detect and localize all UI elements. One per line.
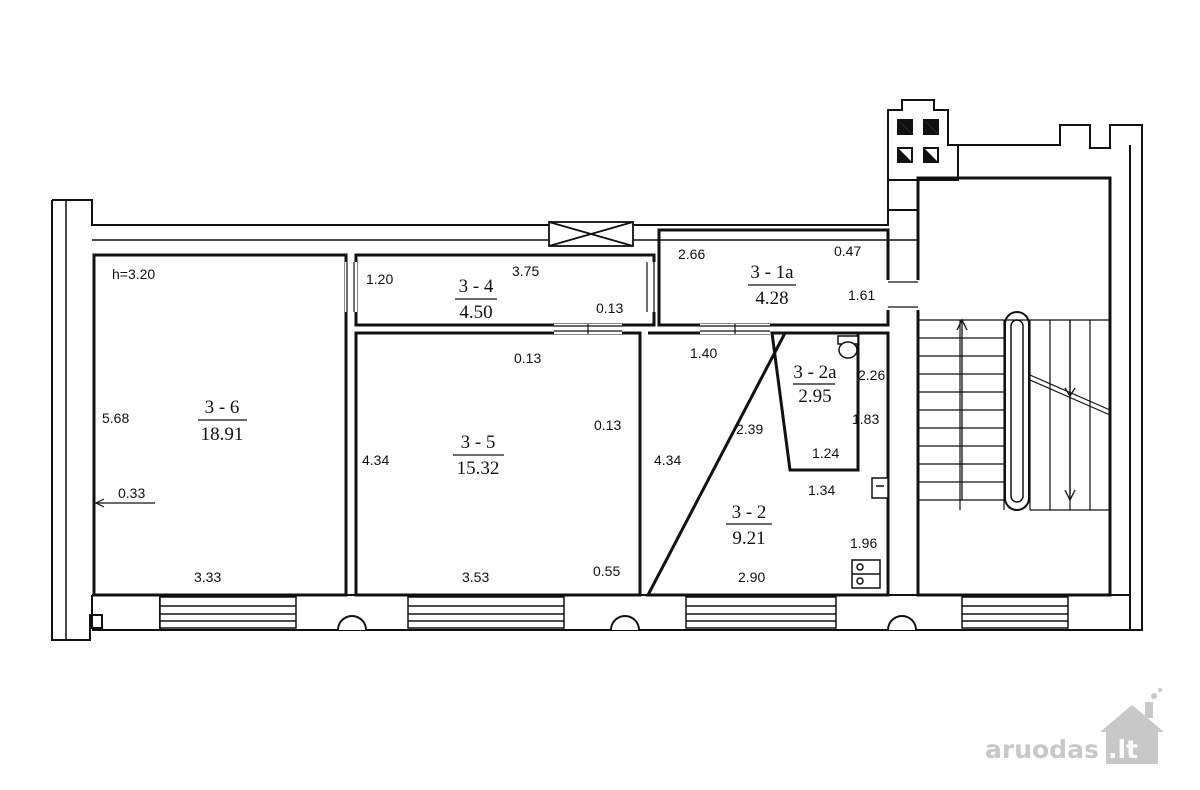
dim-label: 1.96 [850, 535, 877, 551]
dim-label: 3.75 [512, 263, 539, 279]
room-3-4-area: 4.50 [459, 302, 492, 323]
dim-label: 2.39 [736, 421, 763, 437]
dim-label: 1.83 [852, 411, 879, 427]
dim-label: 0.13 [596, 300, 623, 316]
fixtures [837, 335, 889, 589]
logo-brand-text: aruodas [985, 735, 1099, 764]
dim-label: 0.13 [594, 417, 621, 433]
room-3-2a-id: 3 - 2a [793, 362, 837, 383]
dimension-arrow [94, 498, 155, 508]
logo-tld-text: .lt [1108, 735, 1138, 764]
dim-label: 2.90 [738, 569, 765, 585]
dim-label: 4.34 [654, 452, 681, 468]
room-3-6-id: 3 - 6 [205, 397, 240, 418]
dim-label: 1.61 [848, 287, 875, 303]
dim-label: 0.13 [514, 350, 541, 366]
dim-label: 0.33 [118, 485, 145, 501]
windows [159, 596, 1069, 629]
openings [345, 262, 921, 334]
room-3-6-area: 18.91 [201, 424, 244, 445]
ventilation-shaft [548, 221, 634, 247]
room-3-2-area: 9.21 [732, 528, 765, 549]
dim-label: 1.40 [690, 345, 717, 361]
ceiling-height-label: h=3.20 [112, 266, 155, 282]
wall-niches [89, 614, 917, 640]
dim-label: 3.53 [462, 569, 489, 585]
room-3-5-area: 15.32 [457, 458, 500, 479]
dim-label: 4.34 [362, 452, 389, 468]
room-3-4-id: 3 - 4 [459, 276, 494, 297]
dim-label: 1.34 [808, 482, 835, 498]
dim-label: 2.26 [858, 367, 885, 383]
toilet-icon [837, 335, 859, 359]
room-3-2-id: 3 - 2 [732, 502, 767, 523]
aruodas-logo: aruodas .lt [985, 688, 1164, 764]
stove-icon [851, 559, 881, 589]
room-3-1a-id: 3 - 1a [750, 262, 794, 283]
dim-label: 5.68 [102, 410, 129, 426]
chimney-flues [898, 120, 938, 162]
dim-label: 1.24 [812, 445, 839, 461]
dim-label: 3.33 [194, 569, 221, 585]
dim-label: 0.55 [593, 563, 620, 579]
dim-label: 2.66 [678, 246, 705, 262]
room-3-5-id: 3 - 5 [461, 432, 496, 453]
sink-icon [871, 477, 889, 499]
logo-house-icon [1106, 728, 1158, 764]
dim-label: 0.47 [834, 243, 861, 259]
exterior-walls [51, 99, 1143, 641]
dim-label: 1.20 [366, 271, 393, 287]
room-labels [198, 284, 835, 525]
staircase [918, 311, 1111, 511]
stair-arrows [956, 318, 1076, 502]
room-3-2a-area: 2.95 [798, 386, 831, 407]
room-3-1a-area: 4.28 [755, 288, 788, 309]
